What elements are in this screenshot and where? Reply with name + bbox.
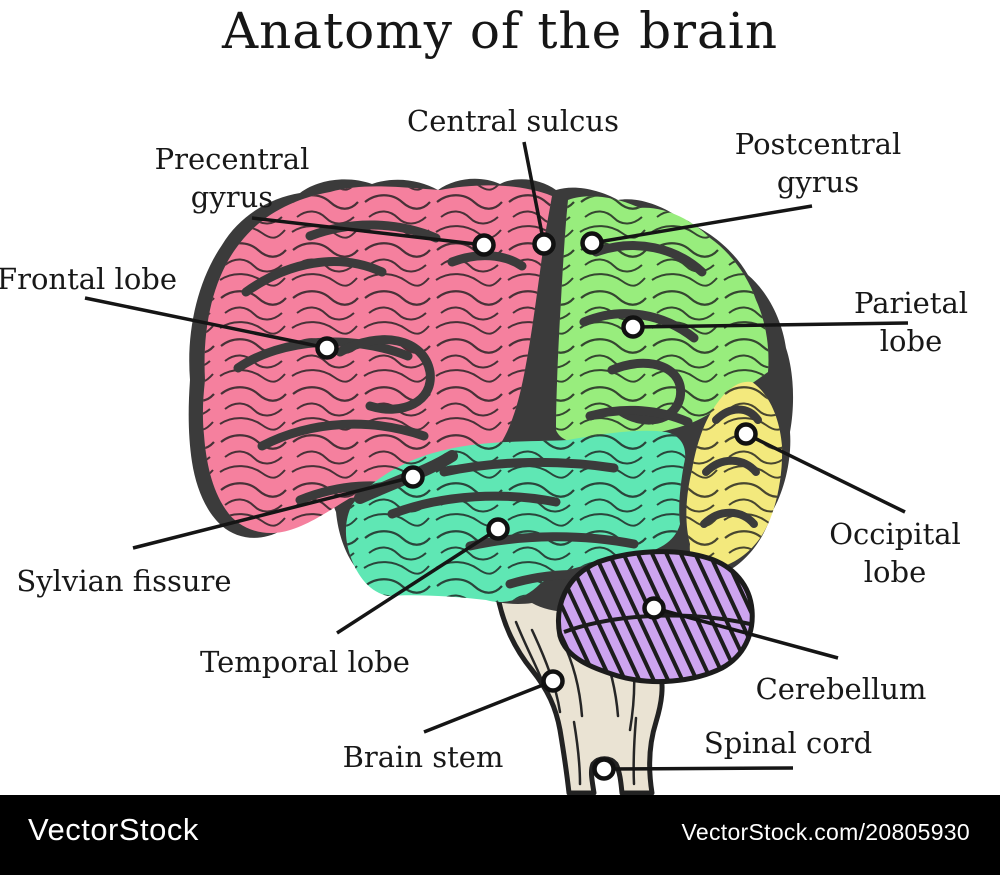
marker-brain-stem bbox=[541, 669, 565, 693]
leader-precentral-gyrus bbox=[251, 216, 485, 247]
leader-postcentral-gyrus bbox=[591, 204, 813, 245]
label-spinal-cord: Spinal cord bbox=[703, 726, 873, 760]
leader-spinal-cord bbox=[609, 766, 794, 771]
marker-parietal-lobe bbox=[621, 315, 645, 339]
marker-sylvian-fissure bbox=[401, 465, 425, 489]
leader-cerebellum bbox=[653, 606, 839, 660]
leader-parietal-lobe bbox=[632, 321, 909, 329]
marker-postcentral-gyrus bbox=[580, 231, 604, 255]
marker-dots bbox=[315, 231, 758, 781]
marker-precentral-gyrus bbox=[472, 233, 496, 257]
occipital-lobe-sulci bbox=[700, 405, 762, 528]
label-sylvian-fissure: Sylvian fissure bbox=[16, 564, 232, 598]
label-precentral-gyrus: Precentral gyrus bbox=[154, 142, 310, 214]
label-occipital-lobe: Occipital lobe bbox=[829, 517, 961, 589]
parietal-lobe-region bbox=[556, 196, 769, 443]
label-postcentral-gyrus: Postcentral gyrus bbox=[734, 127, 902, 199]
parietal-lobe-sulci bbox=[579, 241, 707, 427]
label-frontal-lobe: Frontal lobe bbox=[0, 262, 178, 296]
marker-cerebellum bbox=[642, 596, 666, 620]
page-title: Anatomy of the brain bbox=[221, 2, 779, 60]
marker-central-sulcus bbox=[532, 232, 556, 256]
label-temporal-lobe: Temporal lobe bbox=[200, 645, 410, 679]
watermark-url: VectorStock.com/20805930 bbox=[681, 819, 970, 845]
watermark-bar: VectorStock VectorStock.com/20805930 bbox=[0, 795, 1000, 875]
occipital-lobe-region bbox=[686, 381, 783, 569]
marker-occipital-lobe bbox=[734, 422, 758, 446]
leader-frontal-lobe bbox=[84, 296, 328, 350]
marker-spinal-cord bbox=[592, 757, 616, 781]
leader-sylvian-fissure bbox=[132, 475, 414, 550]
marker-frontal-lobe bbox=[315, 336, 339, 360]
label-parietal-lobe: Parietal lobe bbox=[853, 286, 969, 358]
label-central-sulcus: Central sulcus bbox=[407, 104, 619, 138]
leader-lines bbox=[84, 141, 909, 771]
watermark-brand: VectorStock bbox=[28, 812, 199, 847]
leader-temporal-lobe bbox=[336, 527, 499, 635]
label-cerebellum: Cerebellum bbox=[755, 672, 927, 706]
marker-temporal-lobe bbox=[486, 517, 510, 541]
leader-brain-stem bbox=[423, 679, 554, 734]
label-brain-stem: Brain stem bbox=[342, 740, 504, 774]
leader-central-sulcus bbox=[522, 141, 546, 245]
leader-occipital-lobe bbox=[745, 432, 906, 514]
